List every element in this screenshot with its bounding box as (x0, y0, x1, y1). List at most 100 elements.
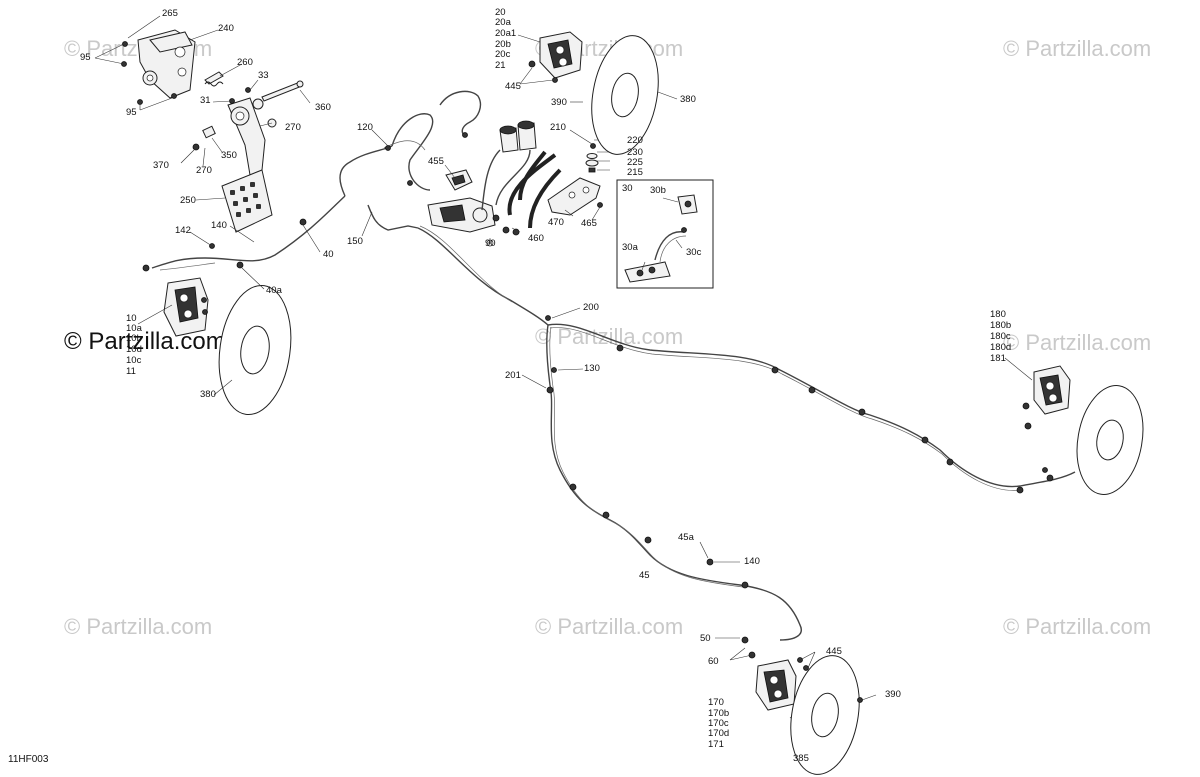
rear-left-disc (790, 655, 863, 775)
part-label: 230 (627, 147, 643, 158)
inset-box (616, 179, 714, 289)
pedal-bracket (121, 29, 196, 105)
rear-right-disc (1076, 385, 1144, 495)
part-label: 45a (678, 532, 694, 543)
reservoirs (481, 120, 537, 211)
leader-lines-top (517, 34, 678, 103)
part-label: 181 (990, 353, 1006, 364)
part-label: 225 (627, 157, 643, 168)
part-label: 215 (627, 167, 643, 178)
part-label: 150 (347, 236, 363, 247)
part-label: 10b (126, 333, 142, 344)
part-label: 370 (153, 160, 169, 171)
part-label: 20c (495, 49, 511, 60)
part-label: 170d (708, 728, 730, 739)
part-label: 120 (357, 122, 373, 133)
part-label: 170b (708, 708, 730, 719)
part-label: 20 (495, 7, 506, 18)
watermark: © Partzilla.com (64, 614, 213, 639)
part-label: 33 (258, 70, 269, 81)
front-right-disc (591, 35, 659, 155)
part-label: 50 (700, 633, 711, 644)
part-label: 140 (744, 556, 760, 567)
part-label: 360 (315, 102, 331, 113)
part-label: 250 (180, 195, 196, 206)
part-label: 30c (686, 247, 702, 258)
figure-reference: 11HF003 (8, 754, 49, 765)
part-label: 21 (495, 60, 506, 71)
watermark: © Partzilla.com (1003, 614, 1152, 639)
part-label: 140 (211, 220, 227, 231)
part-label: 10 (126, 313, 137, 324)
part-label: 20a1 (495, 28, 517, 39)
part-label: 90 (485, 238, 496, 249)
front-left-disc (218, 284, 292, 416)
part-label: 220 (627, 135, 643, 146)
part-label: 180b (990, 320, 1012, 331)
part-label: 270 (196, 165, 212, 176)
part-label: 460 (528, 233, 544, 244)
left-brake-line (151, 195, 346, 271)
master-cylinder (427, 169, 500, 247)
right-brake-line (547, 323, 1076, 494)
rear-left-caliper (741, 636, 809, 711)
part-label: 10d (126, 344, 142, 355)
leader-lines-lower (521, 307, 877, 719)
part-label: 200 (583, 302, 599, 313)
part-label: 171 (708, 739, 724, 750)
part-label: 40a (266, 285, 282, 296)
part-label: 170c (708, 718, 729, 729)
part-label: 20b (495, 39, 511, 50)
part-label: 265 (162, 8, 178, 19)
part-label: 170 (708, 697, 724, 708)
part-label: 470 (548, 217, 564, 228)
part-label: 30 (622, 183, 633, 194)
watermark: © Partzilla.com (535, 614, 684, 639)
part-label: 180c (990, 331, 1011, 342)
brake-pedal (192, 71, 304, 233)
lower-brake-line (545, 315, 802, 641)
part-label: 240 (218, 23, 234, 34)
part-label: 45 (639, 570, 650, 581)
watermark: © Partzilla.com (1003, 330, 1152, 355)
part-label: 142 (175, 225, 191, 236)
part-label: 95 (80, 52, 91, 63)
part-label: 270 (285, 122, 301, 133)
part-label: 445 (826, 646, 842, 657)
part-label: 180d (990, 342, 1012, 353)
watermark: © Partzilla.com (535, 324, 684, 349)
part-label: 11 (126, 366, 136, 377)
part-label: 30a (622, 242, 638, 253)
part-label: 260 (237, 57, 253, 68)
part-label: 380 (680, 94, 696, 105)
leader-lines-left (137, 224, 321, 396)
watermark: © Partzilla.com (1003, 36, 1152, 61)
part-label: 350 (221, 150, 237, 161)
part-label: 130 (584, 363, 600, 374)
part-label: 10c (126, 355, 142, 366)
watermark-main: © Partzilla.com (64, 328, 226, 355)
part-label: 445 (505, 81, 521, 92)
part-label: 31 (200, 95, 211, 106)
front-left-caliper (142, 264, 209, 337)
part-label: 20a (495, 17, 511, 28)
mount-bracket (547, 143, 603, 216)
part-label: 180 (990, 309, 1006, 320)
rear-right-caliper (1022, 365, 1071, 430)
part-label: 385 (793, 753, 809, 764)
part-label: 60 (708, 656, 719, 667)
part-label: 40 (323, 249, 334, 260)
part-label: 10a (126, 323, 142, 334)
return-hoses (502, 150, 562, 236)
part-label: 210 (550, 122, 566, 133)
part-label: 390 (885, 689, 901, 700)
part-label: 95 (126, 107, 137, 118)
leader-rear-right (1004, 357, 1033, 381)
leader-lines (94, 15, 311, 201)
central-brake-lines (339, 90, 549, 326)
front-right-caliper (528, 31, 583, 83)
part-label: 380 (200, 389, 216, 400)
part-label: 30b (650, 185, 666, 196)
